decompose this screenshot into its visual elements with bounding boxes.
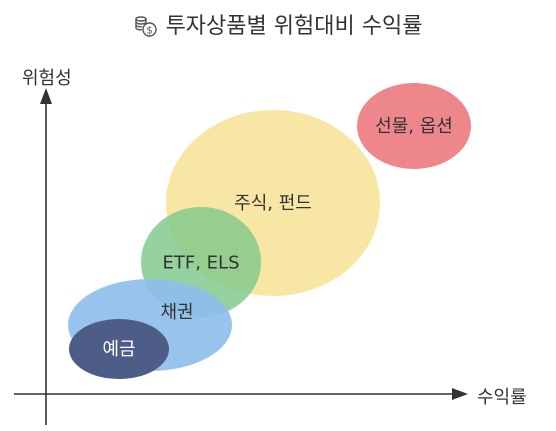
label-futures-options: 선물, 옵션 — [375, 116, 453, 137]
label-stocks-funds: 주식, 펀드 — [234, 193, 312, 214]
label-etf-els: ETF, ELS — [162, 252, 240, 274]
y-axis-label: 위험성 — [22, 68, 72, 89]
x-axis-label: 수익률 — [477, 387, 527, 408]
diagram-title-row: $ 투자상품별 위험대비 수익률 — [0, 8, 556, 44]
diagram-title: 투자상품별 위험대비 수익률 — [165, 14, 423, 39]
svg-text:$: $ — [146, 26, 152, 37]
label-bonds: 채권 — [160, 302, 194, 323]
y-axis-arrowhead — [40, 88, 52, 104]
coins-icon: $ — [134, 14, 158, 44]
bubble-futures-options — [357, 83, 471, 169]
label-deposit: 예금 — [102, 339, 136, 360]
x-axis-arrowhead — [452, 388, 468, 400]
bubble-deposit — [69, 319, 169, 379]
